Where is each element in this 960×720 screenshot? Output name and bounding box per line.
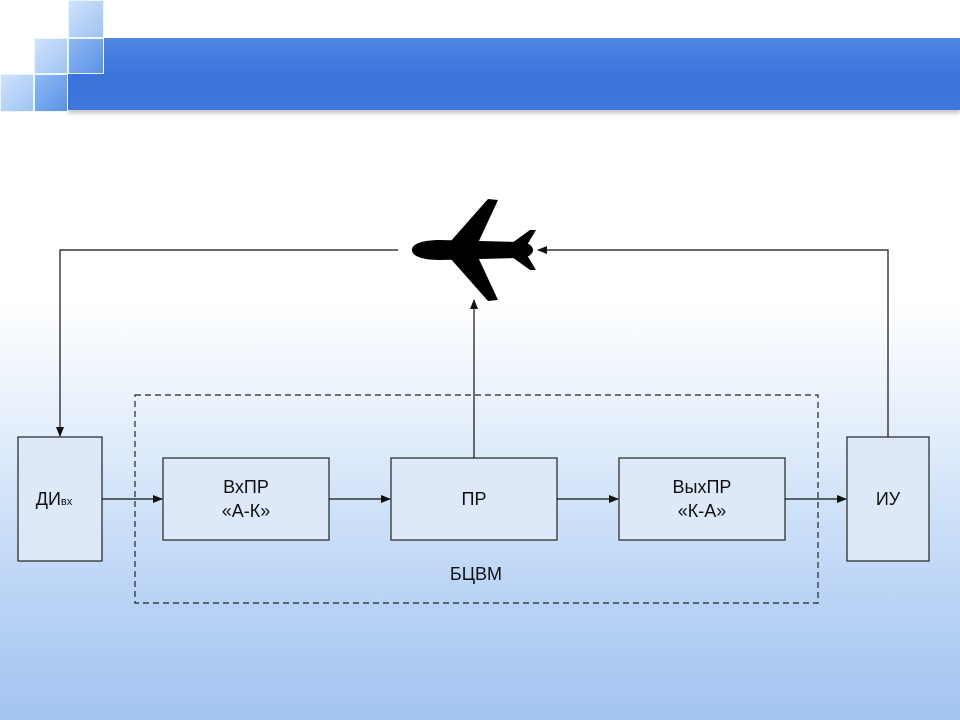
corner-tile: [34, 38, 68, 74]
processor-box: [390, 457, 558, 541]
corner-tile: [34, 74, 68, 112]
corner-tile: [68, 38, 104, 74]
corner-tile: [0, 74, 34, 112]
input-converter-box: [162, 457, 330, 541]
arrow-aircraft-to-sensor: [56, 249, 398, 437]
airplane-icon: [412, 199, 536, 301]
input-converter-sublabel: «А-К»: [222, 501, 271, 521]
corner-tile: [68, 0, 104, 38]
actuator-label: ИУ: [876, 489, 901, 509]
processor-label: ПР: [462, 489, 487, 509]
actuator-box: [846, 436, 930, 562]
input-sensor-label: ДИвх: [36, 489, 73, 509]
computer-label: БЦВМ: [450, 564, 502, 584]
output-converter-box: [618, 457, 786, 541]
header-bar: [68, 38, 960, 110]
output-converter-sublabel: «К-А»: [678, 501, 727, 521]
computer-boundary: [134, 394, 819, 604]
input-converter-label: ВхПР: [223, 477, 269, 497]
arrow-actuator-to-aircraft: [537, 246, 889, 437]
output-converter-label: ВыхПР: [673, 477, 732, 497]
